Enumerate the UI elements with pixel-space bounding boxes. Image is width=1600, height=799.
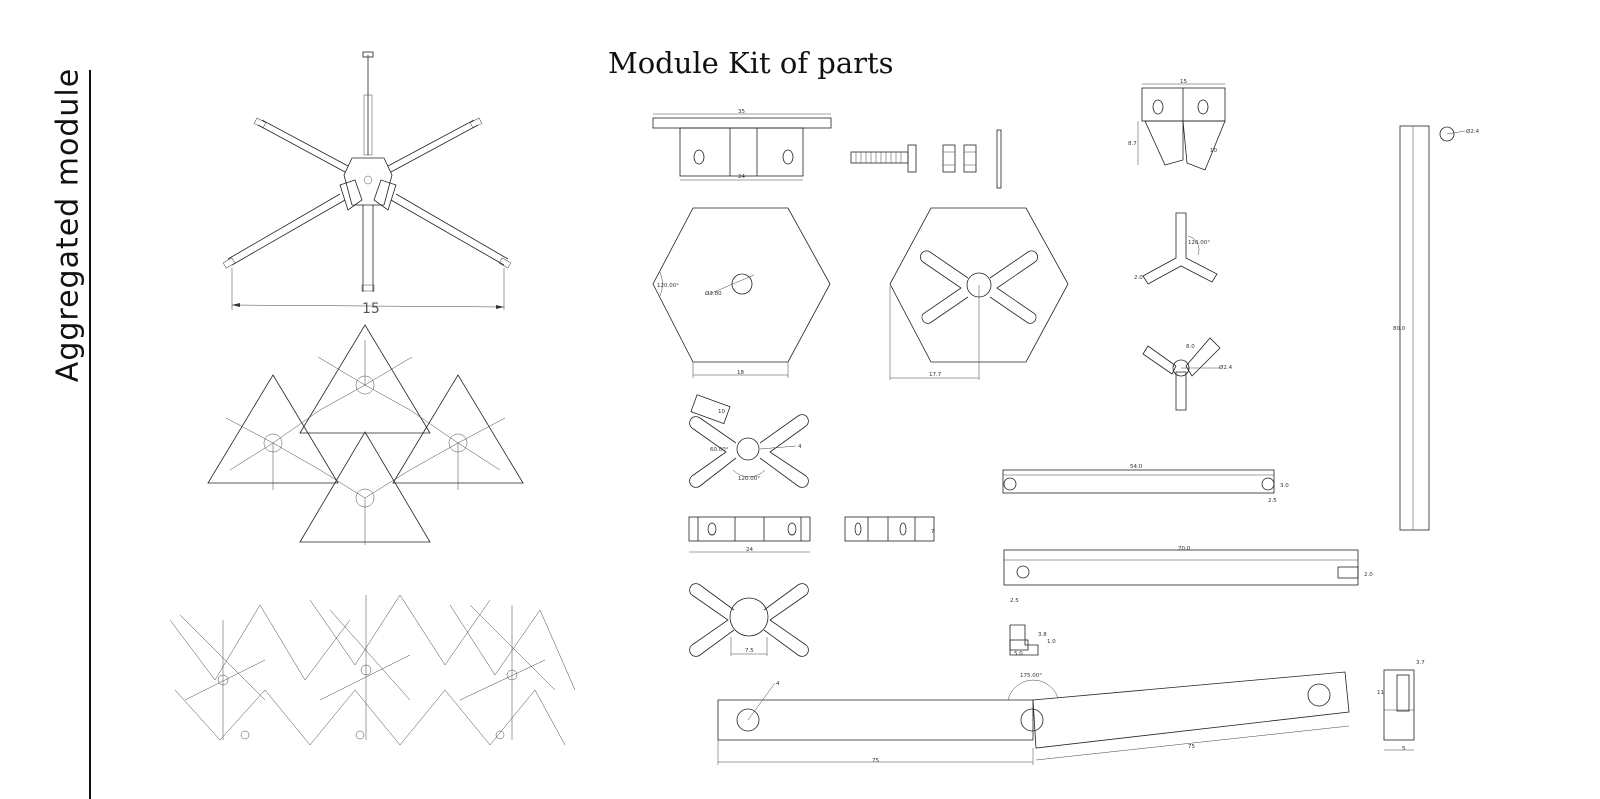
strut-54-part: 54.0 3.0 2.5 xyxy=(1002,464,1289,504)
hex-angle-label: 120.00° xyxy=(657,283,679,289)
tri-connector-part: 120.00° 2.0 xyxy=(1134,212,1218,285)
block-side-label: 7 xyxy=(931,529,935,535)
bolt-part xyxy=(850,144,917,173)
cross-gap-label: 7.5 xyxy=(745,648,754,654)
cross-arm-part: 10 60.00° 4 120.00° xyxy=(689,394,809,488)
side-divider-line xyxy=(89,70,91,799)
hex-plate-part: Ø3.80 120.00° 18 xyxy=(652,207,831,378)
rod-length-label: 80.0 xyxy=(1393,326,1406,332)
hex-hole-label: Ø3.80 xyxy=(705,290,722,297)
washer-part xyxy=(996,129,1002,189)
spacer-block-part: 24 xyxy=(688,516,811,553)
corner-connector-part: 15 8.7 10 xyxy=(1128,79,1226,171)
bar-len-a-label: 75 xyxy=(872,758,879,764)
cross-plate-part: 7.5 xyxy=(689,583,809,657)
arm-width-label: 10 xyxy=(718,409,725,415)
arm-angle120-label: 120.00° xyxy=(738,476,760,482)
nut-parts xyxy=(942,144,977,173)
bracket-width-label: 35 xyxy=(738,109,745,115)
corner-width-label: 15 xyxy=(1180,79,1187,85)
strut2-len-label: 70.0 xyxy=(1178,546,1191,552)
strut-70-part: 70.0 2.0 2.5 xyxy=(1003,546,1373,604)
clip-top-label: 3.7 xyxy=(1416,660,1425,666)
kit-of-parts-title: Module Kit of parts xyxy=(608,46,894,80)
arm-hole-label: 4 xyxy=(798,444,802,450)
rod-part: Ø2.4 80.0 xyxy=(1393,125,1480,531)
bar-len-b-label: 75 xyxy=(1188,744,1195,750)
module-elevation xyxy=(169,594,576,746)
hex-radius-label: 17.7 xyxy=(929,372,942,378)
module-span-label: 15 xyxy=(362,301,380,317)
step-a-label: 3.8 xyxy=(1038,632,1047,638)
clip-base-label: 5 xyxy=(1402,746,1406,752)
tri-arm-label: 2.0 xyxy=(1134,275,1143,281)
module-top-view: 15 xyxy=(222,51,512,317)
end-clip-part: 3.7 11 5 xyxy=(1377,660,1425,752)
tri-angle-label: 120.00° xyxy=(1188,240,1210,246)
strut-hole-label: 2.5 xyxy=(1268,498,1277,504)
corner-height-label: 8.7 xyxy=(1128,141,1137,147)
strut-len-label: 54.0 xyxy=(1130,464,1143,470)
rod-hole-label: Ø2.4 xyxy=(1466,128,1480,135)
clip-side-label: 11 xyxy=(1377,690,1384,696)
strut2-hole-label: 2.5 xyxy=(1010,598,1019,604)
strut-height-label: 3.0 xyxy=(1280,483,1289,489)
small-block-part: 7 xyxy=(844,516,935,542)
tri-tab-label: 8.0 xyxy=(1186,344,1195,350)
step-b-label: 1.0 xyxy=(1047,639,1056,645)
tri-tab-part: 8.0 Ø2.4 xyxy=(1142,337,1233,411)
corner-arm-label: 10 xyxy=(1210,148,1217,154)
strut2-end-label: 2.0 xyxy=(1364,572,1373,578)
arm-angle60-label: 60.00° xyxy=(710,447,729,453)
tri-hole-label: Ø2.4 xyxy=(1219,364,1233,371)
bar-angle-label: 175.00° xyxy=(1020,673,1042,679)
block-base-label: 24 xyxy=(746,547,753,553)
hex-slotted-plate-part: 17.7 xyxy=(889,207,1069,380)
module-aggregation-plan xyxy=(207,324,524,545)
bracket-base-label: 24 xyxy=(738,174,745,180)
step-c-label: 5.0 xyxy=(1014,651,1023,657)
bar-hole-label: 4 xyxy=(776,681,780,687)
hex-edge-label: 18 xyxy=(737,370,744,376)
bracket-part: 35 24 xyxy=(652,109,832,181)
step-clip-part: 3.8 1.0 5.0 xyxy=(1009,624,1056,657)
hinged-bar-part: 4 175.00° 75 75 xyxy=(717,671,1350,765)
